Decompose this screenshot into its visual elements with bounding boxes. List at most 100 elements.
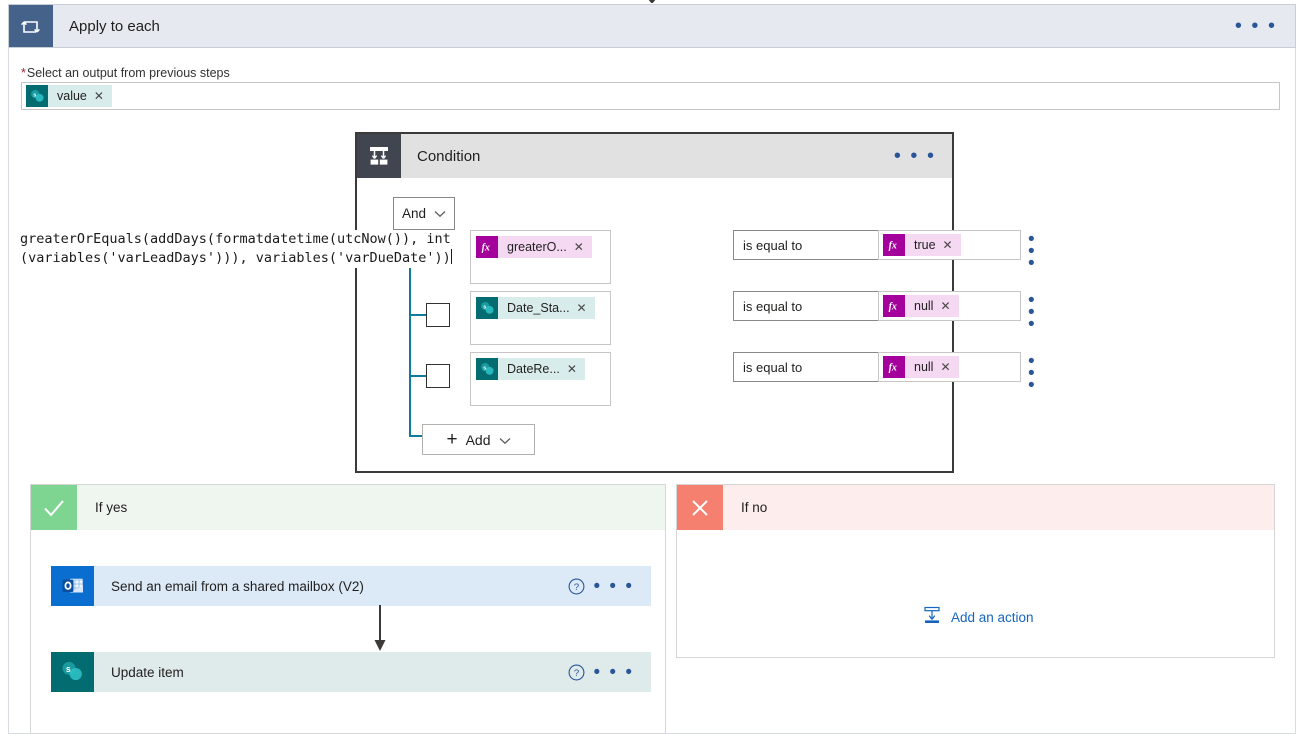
condition-right-token-remove-icon[interactable]: ✕ (942, 234, 961, 256)
svg-text:fx: fx (482, 243, 490, 254)
condition-row-menu-button[interactable]: • • • (1028, 351, 1037, 396)
required-marker: * (21, 66, 26, 80)
condition-left-token-remove-icon[interactable]: ✕ (573, 236, 592, 258)
add-an-action-label: Add an action (951, 610, 1034, 625)
add-an-action-button[interactable]: Add an action (922, 605, 1034, 630)
condition-operator-value: is equal to (743, 359, 803, 375)
expression-line-2: (variables('varLeadDays'))), variables('… (20, 250, 451, 266)
sharepoint-icon: s (26, 85, 48, 107)
condition-row-menu-button[interactable]: • • • (1028, 290, 1037, 335)
if-yes-header: If yes (31, 485, 665, 530)
condition-left-token-remove-icon[interactable]: ✕ (566, 358, 585, 380)
condition-row-checkbox[interactable] (426, 364, 450, 388)
svg-text:s: s (483, 365, 486, 371)
plus-icon: + (446, 428, 458, 450)
add-condition-button[interactable]: + Add (422, 424, 535, 455)
expression-line-1: greaterOrEquals(addDays(formatdatetime(u… (20, 231, 451, 247)
condition-card[interactable]: Condition • • • And fx greaterO (355, 132, 1035, 473)
condition-left-token-label: greaterO... (498, 236, 574, 258)
condition-left-token-chip[interactable]: fx greaterO... ✕ (476, 236, 592, 258)
logic-operator-value: And (402, 206, 427, 221)
if-yes-label: If yes (95, 500, 128, 515)
svg-text:s: s (66, 664, 71, 674)
condition-operator-value: is equal to (743, 298, 803, 314)
output-field-label: *Select an output from previous steps (21, 66, 230, 80)
action-name: Send an email from a shared mailbox (V2) (111, 578, 364, 594)
output-field-label-text: Select an output from previous steps (26, 66, 230, 80)
sharepoint-icon: s (476, 297, 498, 319)
condition-left-token-chip[interactable]: s Date_Sta... ✕ (476, 297, 595, 319)
action-name: Update item (111, 664, 184, 680)
svg-text:fx: fx (889, 363, 897, 374)
condition-left-value-box[interactable]: s DateRe... ✕ (470, 352, 611, 406)
condition-right-token-label: null (905, 356, 941, 378)
condition-left-value-box[interactable]: fx greaterO... ✕ (470, 230, 611, 284)
expression-editor-text[interactable]: greaterOrEquals(addDays(formatdatetime(u… (20, 230, 452, 268)
condition-icon (357, 134, 401, 178)
condition-right-value-box[interactable]: fx null ✕ (878, 352, 1021, 382)
action-update-item[interactable]: s Update item ? • • • (51, 652, 651, 692)
action-menu-button[interactable]: • • • (593, 575, 634, 597)
sharepoint-icon: s (51, 652, 94, 692)
svg-text:fx: fx (889, 302, 897, 313)
condition-right-token-remove-icon[interactable]: ✕ (940, 356, 959, 378)
condition-tree-branch-1 (409, 314, 430, 316)
condition-right-token-chip[interactable]: fx true ✕ (883, 234, 961, 256)
fx-icon: fx (883, 295, 905, 317)
condition-menu-button[interactable]: • • • (893, 145, 936, 167)
condition-right-token-chip[interactable]: fx null ✕ (883, 295, 959, 317)
select-output-input[interactable]: s value ✕ (21, 82, 1280, 110)
condition-right-value-box[interactable]: fx true ✕ (878, 230, 1021, 260)
condition-right-token-remove-icon[interactable]: ✕ (940, 295, 959, 317)
if-yes-branch: If yes Send an email from a shared mailb… (30, 484, 666, 734)
condition-operator-value: is equal to (743, 237, 803, 253)
chevron-down-icon (499, 432, 511, 448)
outlook-icon (51, 566, 94, 606)
if-no-branch: If no Add an action (676, 484, 1275, 658)
output-token-remove-icon[interactable]: ✕ (93, 85, 112, 107)
output-token-chip[interactable]: s value ✕ (26, 85, 112, 107)
help-icon[interactable]: ? (568, 566, 593, 606)
condition-row-checkbox[interactable] (426, 303, 450, 327)
condition-left-token-label: DateRe... (498, 358, 567, 380)
condition-right-token-label: null (905, 295, 941, 317)
action-menu-button[interactable]: • • • (593, 661, 634, 683)
action-send-email[interactable]: Send an email from a shared mailbox (V2)… (51, 566, 651, 606)
condition-right-value-box[interactable]: fx null ✕ (878, 291, 1021, 321)
sharepoint-icon: s (476, 358, 498, 380)
apply-to-each-card[interactable]: Apply to each • • • (8, 4, 1296, 48)
fx-icon: fx (476, 236, 498, 258)
fx-icon: fx (883, 356, 905, 378)
condition-left-value-box[interactable]: s Date_Sta... ✕ (470, 291, 611, 345)
output-token-label: value (48, 85, 94, 107)
collapse-chevron-icon[interactable] (645, 0, 659, 3)
if-no-header: If no (677, 485, 1274, 530)
fx-icon: fx (883, 234, 905, 256)
help-icon[interactable]: ? (568, 652, 593, 692)
condition-tree-trunk (409, 237, 411, 437)
condition-tree-branch-3 (409, 435, 430, 437)
condition-row-menu-button[interactable]: • • • (1028, 229, 1037, 274)
condition-right-token-label: true (905, 234, 943, 256)
condition-left-token-label: Date_Sta... (498, 297, 577, 319)
insert-action-icon (922, 605, 942, 630)
close-icon (677, 485, 723, 530)
flow-connector-arrow (373, 605, 387, 653)
add-condition-label: Add (465, 431, 491, 448)
svg-text:s: s (483, 304, 486, 310)
condition-left-token-chip[interactable]: s DateRe... ✕ (476, 358, 585, 380)
check-icon (31, 485, 77, 530)
condition-header[interactable]: Condition • • • (357, 134, 952, 178)
condition-left-token-remove-icon[interactable]: ✕ (576, 297, 595, 319)
condition-right-token-chip[interactable]: fx null ✕ (883, 356, 959, 378)
text-caret (450, 249, 452, 264)
svg-text:s: s (33, 92, 36, 98)
loop-icon (9, 5, 53, 47)
svg-text:?: ? (574, 668, 579, 679)
apply-to-each-title: Apply to each (69, 17, 160, 35)
chevron-down-icon (434, 206, 446, 221)
logic-operator-dropdown[interactable]: And (393, 197, 455, 230)
apply-to-each-menu-button[interactable]: • • • (1234, 15, 1277, 37)
svg-text:?: ? (574, 582, 579, 593)
